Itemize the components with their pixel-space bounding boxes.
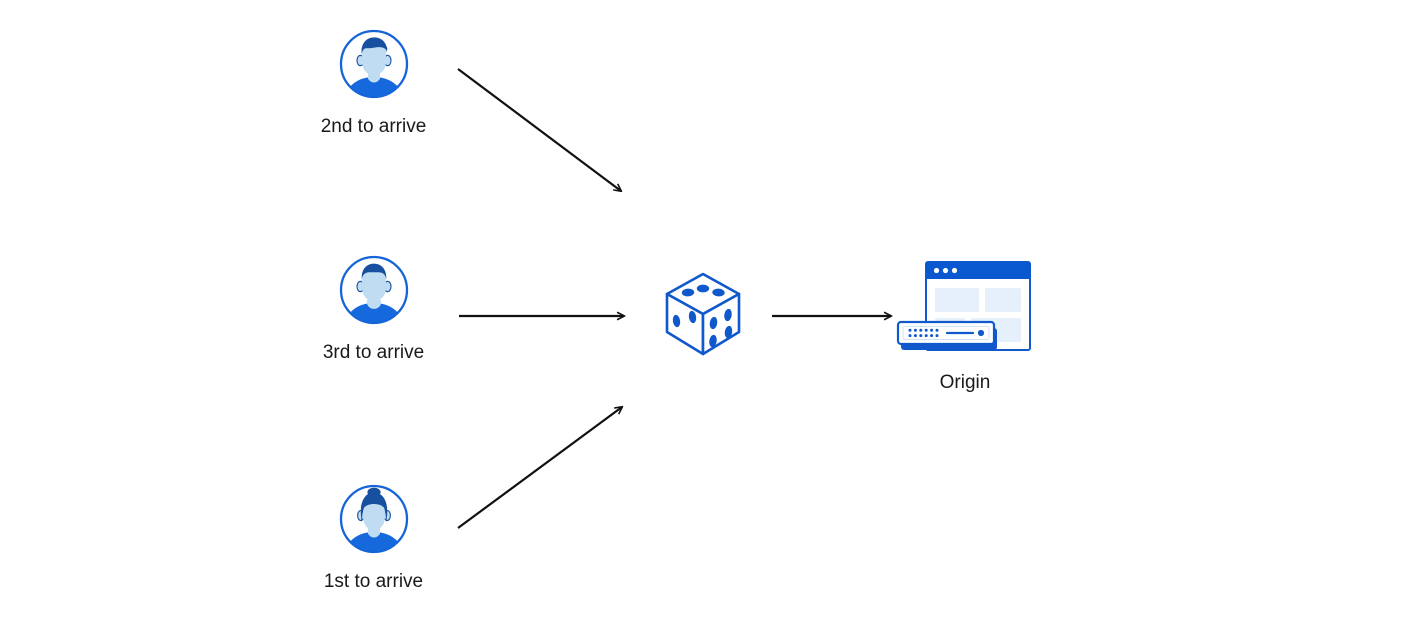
origin-node[interactable]: Origin [890,256,1040,395]
origin-label: Origin [939,372,991,393]
arrow-2nd-to-dice [457,68,621,191]
server-appliance-icon [896,320,997,350]
client-node-3rd[interactable]: 3rd to arrive [311,254,436,365]
arrow-1st-to-dice [457,407,622,529]
client-label-2nd: 2nd to arrive [320,116,427,137]
dice-icon [659,268,747,360]
client-node-2nd[interactable]: 2nd to arrive [311,28,436,139]
user-avatar-icon [338,28,410,100]
client-node-1st[interactable]: 1st to arrive [311,483,436,594]
client-label-3rd: 3rd to arrive [322,342,425,363]
user-avatar-icon [338,483,410,555]
user-avatar-icon [338,254,410,326]
client-label-1st: 1st to arrive [323,571,424,592]
randomizer-node[interactable] [658,268,748,360]
origin-server-icon [890,256,1040,360]
